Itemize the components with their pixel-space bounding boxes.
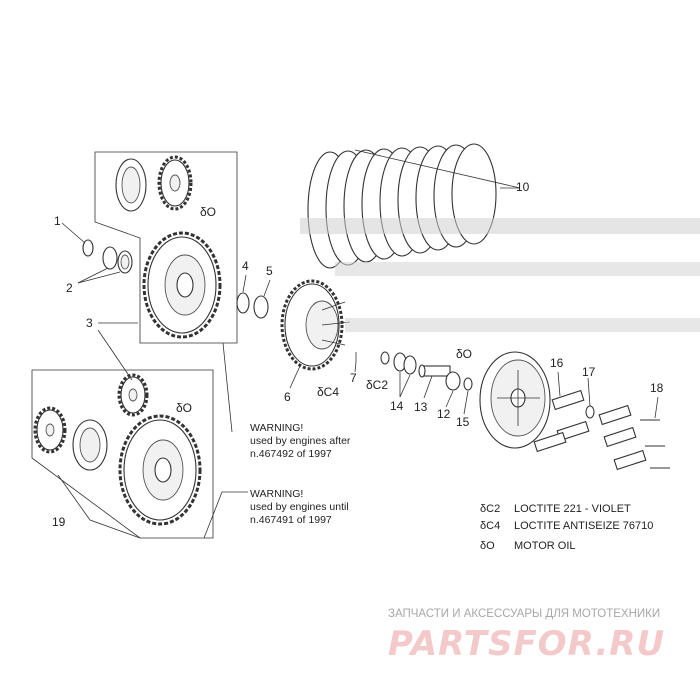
- leader-lines: [57, 187, 659, 539]
- watermark-caption: ЗАПЧАСТИ И АКСЕССУАРЫ ДЛЯ МОТОТЕХНИКИ: [388, 608, 660, 620]
- callout-13: 13: [414, 400, 428, 414]
- svg-text:n.467492 of 1997: n.467492 of 1997: [250, 448, 332, 460]
- oring-15: [463, 377, 473, 391]
- callout-17: 17: [582, 365, 596, 379]
- callout-16: 16: [550, 356, 564, 370]
- callout-18: 18: [650, 381, 664, 395]
- clutch-housing-lower: [118, 414, 202, 526]
- callout-10: 10: [516, 180, 530, 194]
- callout-19: 19: [52, 515, 66, 529]
- legend-text: LOCTITE ANTISEIZE 76710: [514, 520, 653, 532]
- svg-text:WARNING!: WARNING!: [250, 422, 303, 434]
- sprocket-upper: [157, 155, 193, 211]
- noise-bands: [300, 218, 700, 332]
- variant-box-lower: [31, 369, 214, 539]
- legend-text: MOTOR OIL: [514, 540, 576, 552]
- washer-5: [253, 295, 269, 319]
- symbol-c4: δC4: [317, 385, 339, 399]
- springs-16: [533, 389, 647, 471]
- legend-code: δC2: [480, 503, 500, 515]
- sprocket-lower-top: [117, 373, 149, 417]
- clutch-disc-pack-10: [307, 143, 521, 269]
- bushings-2: [102, 246, 133, 274]
- callout-4: 4: [242, 259, 249, 273]
- symbol-oil-mid: δO: [456, 347, 472, 361]
- lubricant-legend: δC2 LOCTITE 221 - VIOLET δC4 LOCTITE ANT…: [480, 503, 653, 552]
- washers-14: [380, 351, 417, 375]
- legend-text: LOCTITE 221 - VIOLET: [514, 503, 631, 515]
- bearing-12: [445, 371, 461, 391]
- callout-7: 7: [350, 371, 357, 385]
- pressure-plate: [479, 351, 551, 449]
- clutch-hub-6: [280, 279, 351, 371]
- callout-6: 6: [284, 390, 291, 404]
- svg-text:used by engines after: used by engines after: [250, 435, 351, 447]
- legend-code: δO: [480, 540, 495, 552]
- callout-5: 5: [266, 264, 273, 278]
- watermark-logo: PARTSFOR.RU: [388, 624, 665, 664]
- gear-ring-upper: [115, 158, 147, 212]
- washer-4: [236, 292, 250, 314]
- symbol-oil-lower: δO: [176, 401, 192, 415]
- legend-code: δC4: [480, 520, 500, 532]
- callout-14: 14: [390, 399, 404, 413]
- svg-text:used by engines until: used by engines until: [250, 501, 349, 513]
- svg-text:WARNING!: WARNING!: [250, 488, 303, 500]
- warning-until: WARNING! used by engines until n.467491 …: [250, 488, 349, 526]
- gear-ring-lower: [72, 419, 108, 471]
- variant-box-upper: [94, 151, 238, 344]
- callout-3: 3: [86, 316, 93, 330]
- warning-after: WARNING! used by engines after n.467492 …: [250, 422, 351, 460]
- symbol-c2: δC2: [366, 378, 388, 392]
- callout-15: 15: [456, 415, 470, 429]
- washer-1: [82, 239, 94, 257]
- callout-2: 2: [66, 281, 73, 295]
- washer-17: [585, 405, 595, 419]
- callout-1: 1: [54, 214, 61, 228]
- callout-12: 12: [437, 407, 451, 421]
- svg-text:n.467491 of 1997: n.467491 of 1997: [250, 514, 332, 526]
- symbol-oil-upper: δO: [200, 205, 216, 219]
- clutch-housing-upper: [142, 231, 222, 339]
- screws-18: [640, 419, 670, 469]
- sprocket-lower: [33, 406, 67, 454]
- pushrod-13: [418, 364, 451, 378]
